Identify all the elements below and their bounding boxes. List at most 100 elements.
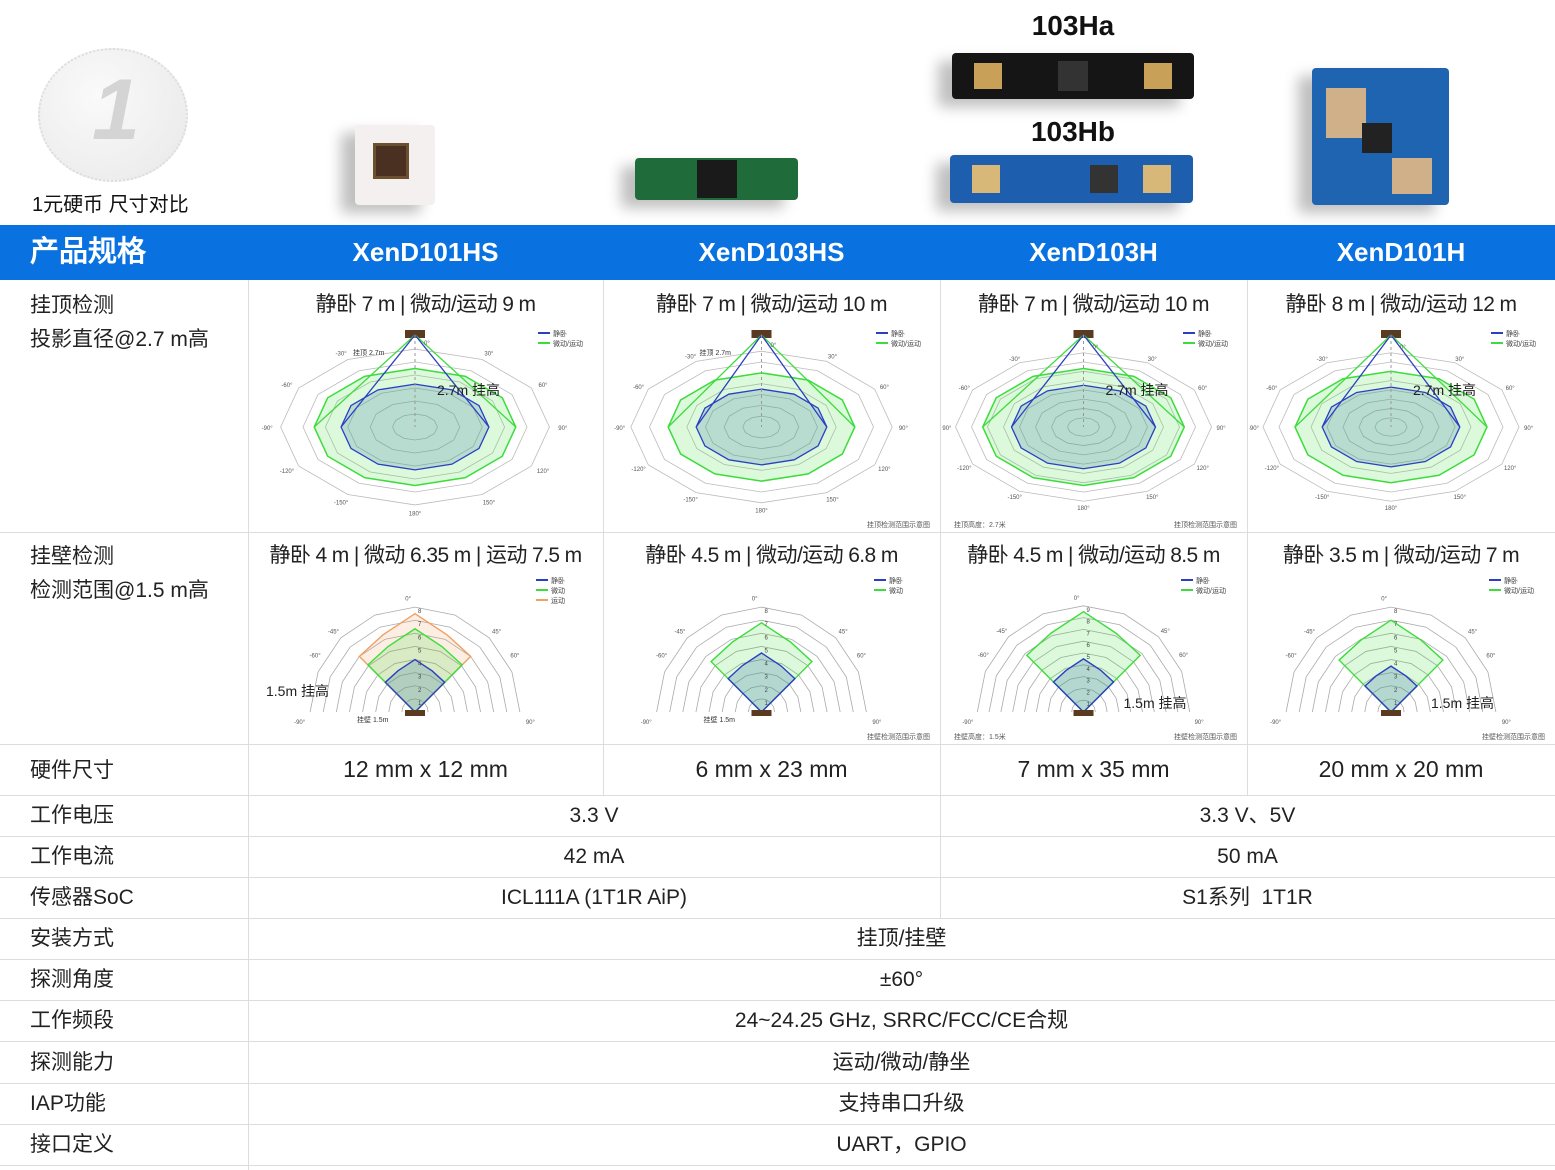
angle-label: 45° <box>1161 629 1171 635</box>
angle-label: -60° <box>281 383 293 389</box>
angle-label: 120° <box>1196 466 1209 472</box>
angle-label: 45° <box>1468 629 1478 635</box>
angle-label: -30° <box>336 352 348 358</box>
range-ring <box>1351 672 1431 713</box>
ceiling-diagram-xend103hs: 0°-30°-60°-90°-120°-150°180°150°120°90°6… <box>614 329 930 529</box>
ring-label: 7 <box>765 622 769 628</box>
range-ring <box>322 619 508 713</box>
angle-label: 60° <box>1486 653 1496 659</box>
product-image-xend101hs <box>355 125 435 205</box>
size-xend101hs: 12 mm x 12 mm <box>343 756 508 782</box>
angle-label: -120° <box>280 469 295 475</box>
beam-line <box>695 334 763 428</box>
ceiling-diagram-xend103h: 0°-30°-60°-90°-120°-150°180°150°120°90°6… <box>942 329 1237 529</box>
diagram-caption: 挂壁检测范围示意图 <box>1482 732 1545 741</box>
range-ring <box>1285 606 1497 713</box>
angle-label: 180° <box>1077 506 1090 512</box>
range-ring <box>705 394 818 460</box>
range-ring <box>1311 632 1471 713</box>
angle-label: 150° <box>1146 495 1159 501</box>
row-label-band: 工作频段 <box>30 1009 114 1032</box>
range-ring <box>1377 698 1405 713</box>
sensor-icon <box>405 330 425 338</box>
beam-line <box>414 334 490 428</box>
ring-label: 4 <box>418 662 422 668</box>
angle-label: -45° <box>996 629 1008 635</box>
range-ring <box>1338 659 1444 713</box>
angle-label: 60° <box>1506 386 1516 392</box>
beam-line <box>1010 334 1085 428</box>
ring-label: 2 <box>1087 690 1091 696</box>
range-ring <box>723 404 800 450</box>
angle-label: 180° <box>755 508 768 514</box>
wall-diagram-xend101h: 12345678-90°-60°-45°0°45°60°90°静卧微动/运动1.… <box>1270 576 1545 741</box>
beam-line <box>1390 334 1461 428</box>
angle-label: 60° <box>1179 653 1189 659</box>
range-ring <box>1035 664 1132 713</box>
angle-label: -45° <box>674 629 686 635</box>
angle-label: -60° <box>978 653 990 659</box>
angle-label: -60° <box>633 385 645 391</box>
range-ring <box>955 352 1212 502</box>
range-ring <box>988 617 1179 713</box>
range-ring <box>1051 408 1116 446</box>
legend-label: 微动 <box>889 586 903 595</box>
angle-label: 45° <box>839 629 849 635</box>
wall-range-xend101h: 静卧 3.5 m | 微动/运动 7 m <box>1282 544 1520 567</box>
range-ring <box>324 374 506 480</box>
diagram-caption: 挂壁检测范围示意图 <box>867 732 930 741</box>
range-ring <box>747 698 776 713</box>
beam-line <box>1083 334 1185 428</box>
angle-label: 90° <box>558 426 568 432</box>
legend-label: 微动/运动 <box>891 339 921 348</box>
ring-label: 7 <box>1087 631 1091 637</box>
angle-label: -150° <box>334 500 349 506</box>
diagram-caption: 挂顶检测范围示意图 <box>1174 520 1237 529</box>
legend-label: 运动 <box>551 596 565 605</box>
wall-range-xend103h: 静卧 4.5 m | 微动/运动 8.5 m <box>967 544 1220 567</box>
legend-label: 微动 <box>551 586 565 595</box>
angle-label: -90° <box>294 720 306 726</box>
ring-label: 3 <box>1394 675 1398 681</box>
ring-label: 9 <box>1087 608 1091 614</box>
row-label-soc: 传感器SoC <box>30 886 134 909</box>
range-ring <box>669 619 854 713</box>
angle-label: 30° <box>484 352 494 358</box>
mount-note: 挂顶 2.7m <box>353 348 385 357</box>
range-ring <box>1364 685 1418 713</box>
variant-label-103ha: 103Ha <box>1031 10 1115 41</box>
ring-label: 8 <box>765 609 769 615</box>
angle-value: ±60° <box>879 968 924 991</box>
wall-range-xend103hs: 静卧 4.5 m | 微动/运动 6.8 m <box>645 544 898 567</box>
sensor-icon <box>405 710 425 716</box>
ring-label: 1 <box>1394 701 1398 707</box>
mount-note: 挂壁 1.5m <box>357 715 389 724</box>
angle-label: 180° <box>1385 506 1398 512</box>
range-ring <box>1012 640 1155 713</box>
range-ring <box>1374 417 1408 437</box>
height-note: 1.5m 挂高 <box>1431 695 1494 711</box>
angle-label: 120° <box>537 469 550 475</box>
ring-label: 4 <box>1087 667 1091 673</box>
range-ring <box>1358 408 1424 446</box>
range-ring <box>1000 628 1167 713</box>
ring-label: 3 <box>418 675 422 681</box>
height-note: 2.7m 挂高 <box>437 382 500 398</box>
legend-label: 微动/运动 <box>1196 586 1226 595</box>
angle-label: 90° <box>1195 720 1205 726</box>
wall-range-xend101hs: 静卧 4 m | 微动 6.35 m | 运动 7.5 m <box>269 544 582 567</box>
angle-label: -60° <box>1286 653 1298 659</box>
angle-label: 30° <box>1455 357 1465 363</box>
mount-value: 挂顶/挂壁 <box>856 927 947 950</box>
angle-label: -60° <box>656 653 668 659</box>
row-label-wall: 挂壁检测检测范围@1.5 m高 <box>30 545 209 602</box>
mount-note: 挂壁 1.5m <box>704 715 736 724</box>
product-image-xend103hs <box>635 158 798 200</box>
static-range-polygon <box>727 652 796 713</box>
model-header-xend103hs: XenD103HS <box>698 237 845 267</box>
ring-label: 6 <box>765 635 769 641</box>
range-ring <box>656 606 867 713</box>
size-xend103hs: 6 mm x 23 mm <box>695 756 848 782</box>
ceiling-diagram-xend101hs: 0°-30°-60°-90°-120°-150°180°150°120°90°6… <box>262 329 583 518</box>
range-ring <box>1047 676 1120 713</box>
